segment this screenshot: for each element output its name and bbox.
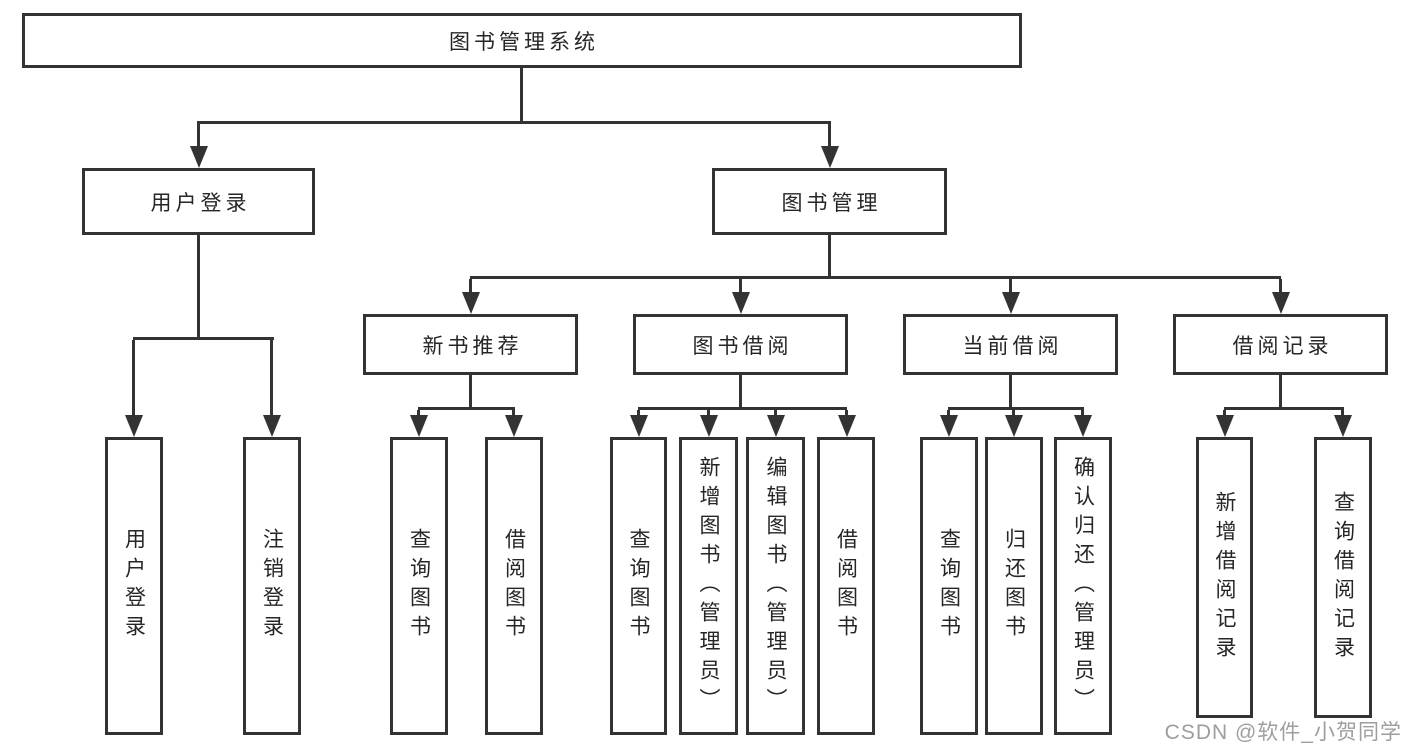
- node-borrow-query-books: 查询图书: [610, 437, 667, 735]
- node-records-add-record: 新增借阅记录: [1196, 437, 1253, 718]
- node-records-query-record: 查询借阅记录: [1314, 437, 1372, 718]
- connector-arrow: [707, 410, 710, 415]
- connector-book-management-stem: [828, 235, 831, 276]
- connector-arrow: [1341, 410, 1344, 415]
- connector-current-stem: [1009, 375, 1012, 407]
- node-current-query-books: 查询图书: [920, 437, 978, 735]
- connector-arrow: [417, 410, 420, 415]
- connector-user-login-stem: [197, 235, 200, 337]
- node-current-return-books: 归还图书: [985, 437, 1043, 735]
- connector-arrow: [828, 121, 831, 146]
- connector-arrow: [637, 410, 640, 415]
- connector-current-rail: [948, 407, 1084, 410]
- connector-borrow-rail: [638, 407, 847, 410]
- node-library-management-system: 图书管理系统: [22, 13, 1022, 68]
- connector-root-stem: [520, 68, 523, 121]
- connector-arrow: [132, 340, 135, 415]
- connector-arrow: [1223, 410, 1226, 415]
- node-user-login: 用户登录: [82, 168, 315, 235]
- connector-arrow: [739, 279, 742, 292]
- connector-arrow: [512, 410, 515, 415]
- node-current-borrowing: 当前借阅: [903, 314, 1118, 375]
- connector-borrow-stem: [739, 375, 742, 407]
- node-borrowing-records: 借阅记录: [1173, 314, 1388, 375]
- connector-arrow: [947, 410, 950, 415]
- node-recommend-query-books: 查询图书: [390, 437, 448, 735]
- connector-arrow: [774, 410, 777, 415]
- connector-arrow: [270, 340, 273, 415]
- node-current-confirm-return-admin: 确认归还（管理员）: [1054, 437, 1112, 735]
- node-recommend-borrow-books: 借阅图书: [485, 437, 543, 735]
- connector-book-management-rail: [470, 276, 1281, 279]
- connector-arrow: [845, 410, 848, 415]
- connector-arrow: [1081, 410, 1084, 415]
- node-new-book-recommendation: 新书推荐: [363, 314, 578, 375]
- connector-arrow: [1009, 279, 1012, 292]
- connector-records-stem: [1279, 375, 1282, 407]
- connector-root-rail: [198, 121, 830, 124]
- node-logout-leaf: 注销登录: [243, 437, 301, 735]
- connector-arrow: [1012, 410, 1015, 415]
- connector-recommend-rail: [418, 407, 515, 410]
- node-user-login-leaf: 用户登录: [105, 437, 163, 735]
- connector-records-rail: [1224, 407, 1344, 410]
- node-borrow-edit-books-admin: 编辑图书（管理员）: [746, 437, 805, 735]
- csdn-watermark: CSDN @软件_小贺同学: [1164, 721, 1402, 744]
- connector-user-login-rail: [133, 337, 274, 340]
- connector-arrow: [197, 121, 200, 146]
- node-borrow-borrow-books: 借阅图书: [817, 437, 875, 735]
- node-borrow-add-books-admin: 新增图书（管理员）: [679, 437, 738, 735]
- connector-recommend-stem: [469, 375, 472, 407]
- node-book-borrowing: 图书借阅: [633, 314, 848, 375]
- connector-arrow: [1279, 279, 1282, 292]
- connector-arrow: [469, 279, 472, 292]
- node-book-management: 图书管理: [712, 168, 947, 235]
